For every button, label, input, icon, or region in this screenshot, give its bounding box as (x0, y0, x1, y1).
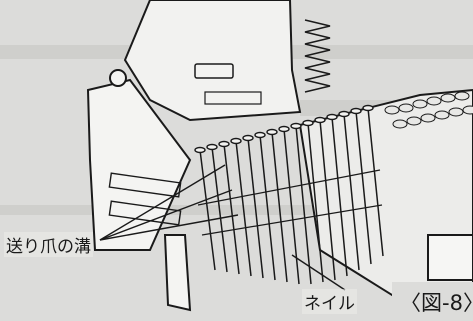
body-slot-2 (204, 91, 262, 105)
body-slot (194, 63, 234, 79)
collation-wire (197, 169, 381, 206)
latch-slot-2 (108, 200, 182, 226)
groove-label: 送り爪の溝 (4, 232, 93, 257)
nail-strip (199, 107, 384, 285)
nail-label: ネイル (302, 289, 357, 314)
latch-knob (109, 69, 127, 87)
nail-heads (194, 104, 374, 154)
latch-door (86, 78, 192, 251)
coil-nails (384, 91, 473, 129)
latch-foot (163, 234, 192, 312)
tool-body (123, 0, 302, 122)
collation-wire-2 (201, 204, 383, 236)
magazine-window (427, 234, 473, 281)
leader-lines (99, 164, 346, 291)
spring (304, 19, 331, 93)
latch-slot (108, 172, 182, 198)
figure-number: 〈図-8〉 (398, 287, 473, 317)
